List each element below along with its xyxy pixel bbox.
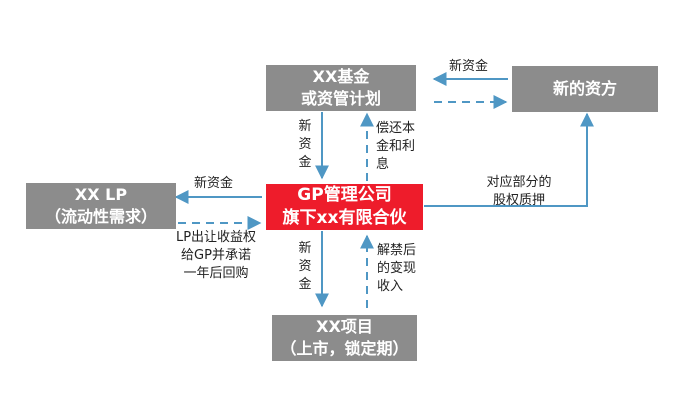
fund-node-line1: XX基金 xyxy=(312,67,370,86)
label-gp-to-project-1: 新 xyxy=(298,241,312,256)
project-node: XX项目 （上市，锁定期） xyxy=(272,315,417,361)
lp-node-line1: XX LP xyxy=(74,185,128,204)
label-new-funds-top: 新资金 xyxy=(449,59,489,74)
gp-node-line1: GP管理公司 xyxy=(297,185,392,205)
label-lp-transfer: LP出让收益权 给GP并承诺 一年后回购 xyxy=(168,229,264,283)
new-investor-node: 新的资方 xyxy=(512,66,658,112)
label-lp-transfer-3: 一年后回购 xyxy=(183,266,249,281)
fund-node-line2: 或资管计划 xyxy=(300,89,381,108)
label-equity-pledge-2: 股权质押 xyxy=(492,193,545,208)
lp-node-line2: （流动性需求） xyxy=(44,207,157,226)
label-repay: 偿还本 金和利 息 xyxy=(376,120,420,174)
label-exit-income-3: 收入 xyxy=(377,279,404,294)
gp-node: GP管理公司 旗下xx有限合伙 xyxy=(266,184,423,230)
project-node-line1: XX项目 xyxy=(316,317,373,336)
label-fund-to-gp-1: 新 xyxy=(298,119,312,134)
arrow-gp-to-investor xyxy=(424,112,594,207)
label-gp-to-project: 新 资 金 xyxy=(296,240,314,294)
label-repay-2: 金和利 xyxy=(376,139,416,154)
label-fund-to-gp: 新 资 金 xyxy=(296,118,314,172)
label-lp-transfer-2: 给GP并承诺 xyxy=(181,248,251,263)
label-fund-to-gp-2: 资 xyxy=(298,137,312,152)
label-equity-pledge: 对应部分的 股权质押 xyxy=(479,174,559,210)
label-exit-income: 解禁后 的变现 收入 xyxy=(377,242,421,296)
label-equity-pledge-1: 对应部分的 xyxy=(486,175,552,190)
label-lp-transfer-1: LP出让收益权 xyxy=(175,230,257,245)
label-new-funds-lp: 新资金 xyxy=(194,176,234,191)
label-exit-income-2: 的变现 xyxy=(377,261,417,276)
label-gp-to-project-2: 资 xyxy=(298,259,312,274)
label-exit-income-1: 解禁后 xyxy=(377,243,417,258)
label-repay-1: 偿还本 xyxy=(376,121,416,136)
project-node-line2: （上市，锁定期） xyxy=(280,339,409,358)
lp-node: XX LP （流动性需求） xyxy=(26,183,176,229)
new-investor-node-label: 新的资方 xyxy=(552,79,617,98)
gp-node-line2: 旗下xx有限合伙 xyxy=(282,208,407,228)
label-repay-3: 息 xyxy=(376,157,390,172)
fund-node: XX基金 或资管计划 xyxy=(266,65,416,111)
label-gp-to-project-3: 金 xyxy=(298,277,312,292)
label-fund-to-gp-3: 金 xyxy=(298,155,312,170)
